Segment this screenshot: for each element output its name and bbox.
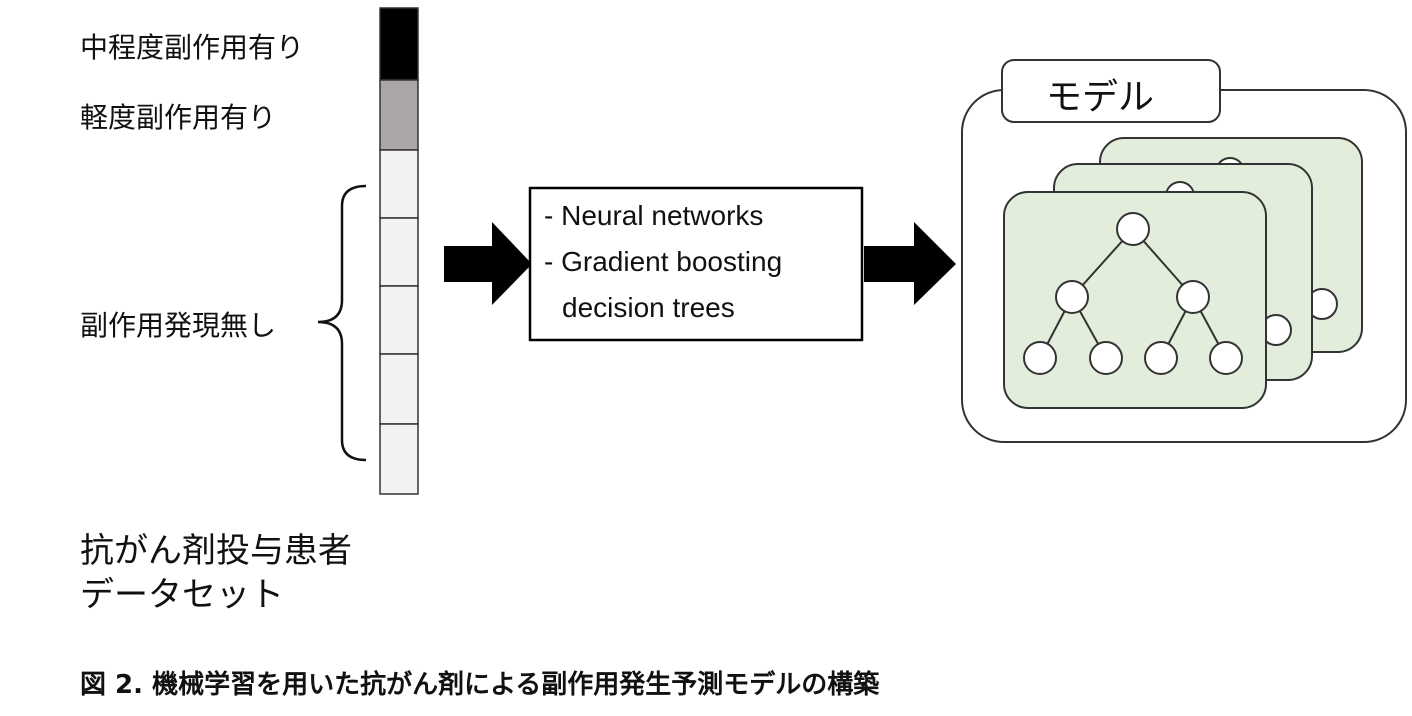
tree-node	[1055, 280, 1089, 314]
label-mild: 軽度副作用有り	[80, 101, 277, 134]
segment-mild	[379, 79, 419, 151]
model-label: モデル	[1046, 77, 1155, 118]
method-line-3: decision trees	[562, 292, 735, 323]
method-line-2: - Gradient boosting	[544, 246, 783, 277]
tree-node	[1116, 212, 1150, 246]
tree-node	[1144, 341, 1178, 375]
segment-none	[379, 217, 419, 287]
tree-node	[1089, 341, 1123, 375]
dataset-title-line2: データセット	[80, 575, 284, 615]
label-none: 副作用発現無し	[80, 309, 277, 342]
methods-box	[528, 186, 864, 342]
arrow-right-icon	[444, 222, 532, 305]
figure-caption: 図 2. 機械学習を用いた抗がん剤による副作用発生予測モデルの構築	[80, 670, 880, 700]
segment-moderate	[379, 7, 419, 81]
tree-card-front	[1003, 191, 1267, 409]
tree-node	[1209, 341, 1243, 375]
tree-node	[1023, 341, 1057, 375]
curly-brace	[317, 184, 367, 462]
segment-none	[379, 423, 419, 495]
segment-none	[379, 353, 419, 425]
tree-node	[1176, 280, 1210, 314]
segment-none	[379, 149, 419, 219]
segment-none	[379, 285, 419, 355]
arrow-right-icon	[864, 222, 956, 305]
label-moderate: 中程度副作用有り	[80, 31, 305, 64]
dataset-title-line1: 抗がん剤投与患者	[80, 531, 352, 571]
dataset-column	[379, 7, 419, 495]
method-line-1: - Neural networks	[544, 200, 764, 231]
model-label-box	[1001, 59, 1221, 123]
